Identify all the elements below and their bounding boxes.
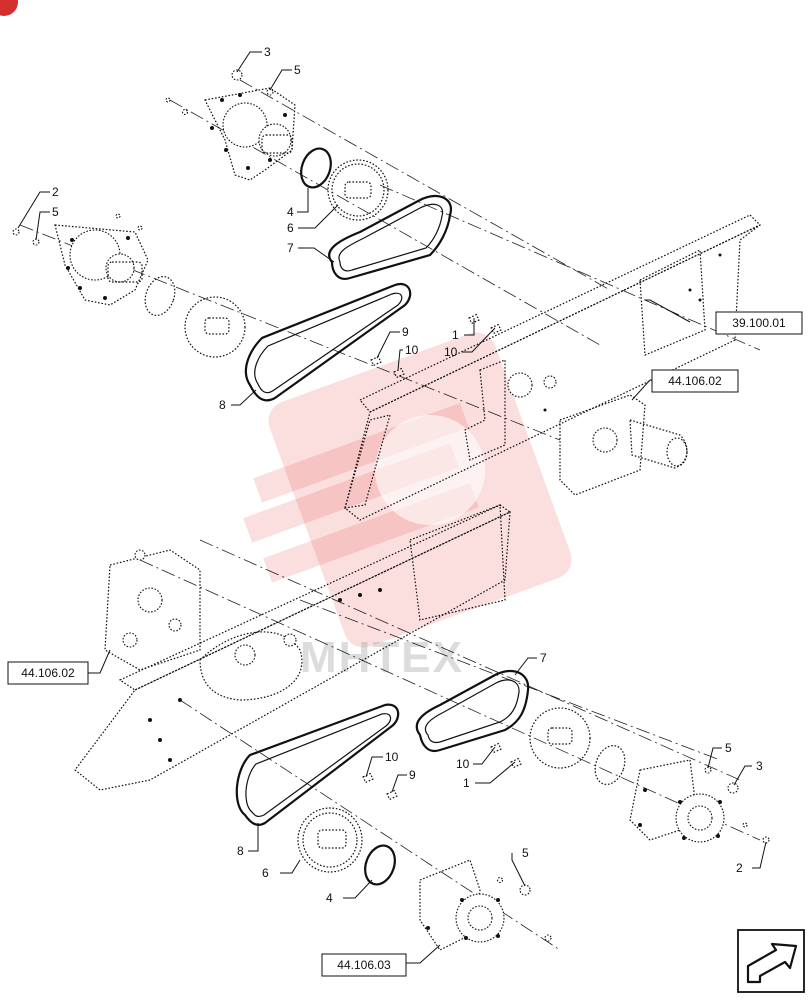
- chain-top-7: [328, 194, 453, 280]
- callout-label: 5: [52, 205, 59, 219]
- reference-label: 44.106.02: [668, 374, 722, 388]
- callout-label: 6: [262, 866, 269, 880]
- callout-label: 2: [52, 185, 59, 199]
- watermark-logo: MHTEX: [243, 332, 572, 682]
- next-page-arrow-icon[interactable]: [737, 929, 805, 993]
- corner-badge: [0, 0, 18, 16]
- sprocket-bottom-lower: [297, 807, 363, 873]
- callout-numbers-top: 3 5 2 5 4 6 7 8 9 10 1 10: [52, 45, 459, 412]
- callout-label: 1: [463, 776, 470, 790]
- reference-label: 44.106.03: [337, 958, 391, 972]
- reference-label: 44.106.02: [21, 666, 75, 680]
- callout-label: 10: [444, 345, 458, 359]
- sprocket-top: [327, 159, 389, 221]
- o-ring-left-top: [144, 276, 176, 316]
- reference-box-44-106-03[interactable]: 44.106.03: [321, 953, 407, 977]
- watermark-text: MHTEX: [300, 633, 464, 682]
- callout-numbers-bottom: 7 10 9 10 1 5 3 8 6 4 5 2: [237, 651, 763, 905]
- callout-label: 8: [237, 844, 244, 858]
- o-ring-bottom-right: [594, 745, 626, 785]
- callout-label: 1: [452, 328, 459, 342]
- chain-bottom-7: [415, 669, 530, 753]
- callout-label: 8: [219, 398, 226, 412]
- callout-label: 5: [294, 63, 301, 77]
- top-frame-rail: [344, 214, 762, 521]
- bottom-lower-bolts: [496, 876, 552, 942]
- callout-label: 7: [287, 241, 294, 255]
- sprocket-left-top: [184, 296, 246, 358]
- reference-label: 39.100.01: [732, 316, 786, 330]
- callout-label: 4: [326, 891, 333, 905]
- o-ring-bottom: [364, 844, 396, 886]
- reference-box-44-106-02-bottom[interactable]: 44.106.02: [7, 661, 89, 685]
- callout-label: 2: [736, 861, 743, 875]
- callout-label: 3: [756, 759, 763, 773]
- chain-top-8: [244, 282, 412, 402]
- bearing-housing-bottom-right: [629, 759, 725, 843]
- callout-label: 5: [725, 741, 732, 755]
- callout-label: 5: [522, 846, 529, 860]
- bearing-housing-bottom-lower: [419, 859, 505, 951]
- top-small-hardware: [370, 313, 502, 379]
- gearbox-top: [559, 394, 688, 496]
- o-ring-top: [300, 147, 332, 189]
- callout-label: 10: [385, 750, 399, 764]
- callout-label: 6: [287, 221, 294, 235]
- reference-box-39-100-01[interactable]: 39.100.01: [715, 311, 803, 335]
- chain-bottom-8: [235, 703, 400, 826]
- upper-bearing-housing: [204, 87, 296, 181]
- callout-label: 10: [405, 343, 419, 357]
- callout-label: 9: [402, 325, 409, 339]
- bottom-frame-rail: [74, 504, 512, 791]
- callout-label: 3: [264, 45, 271, 59]
- sprocket-bottom-right: [529, 707, 591, 769]
- gearbox-bottom: [104, 549, 201, 671]
- left-bolts: [12, 213, 143, 246]
- left-bearing-housing: [54, 224, 149, 306]
- bottom-right-bolts: [704, 766, 770, 844]
- callout-leaders: [17, 51, 767, 964]
- callout-label: 4: [287, 205, 294, 219]
- callout-label: 10: [456, 757, 470, 771]
- callout-label: 7: [540, 651, 547, 665]
- reference-box-44-106-02-top[interactable]: 44.106.02: [651, 369, 739, 393]
- callout-label: 9: [409, 768, 416, 782]
- top-bolts: [165, 69, 274, 116]
